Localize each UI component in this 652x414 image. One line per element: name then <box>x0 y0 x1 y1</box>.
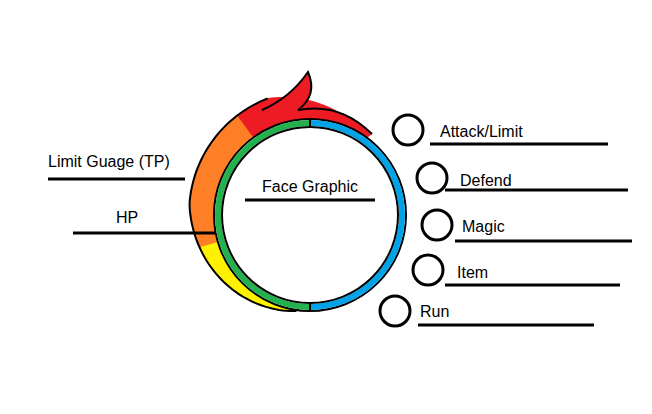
command-button: Magic <box>420 208 511 242</box>
command-label: Attack/Limit <box>440 122 523 142</box>
command-button: Run <box>378 294 455 328</box>
command-button: Attack/Limit <box>391 113 529 147</box>
ring-shape <box>212 117 408 313</box>
callout-label: Limit Guage (TP) <box>48 152 170 172</box>
command-button: Item <box>411 253 494 287</box>
command-label: Magic <box>462 217 505 237</box>
portrait-label: Face Graphic <box>262 177 358 197</box>
command-label: Defend <box>460 171 512 191</box>
command-label: Run <box>420 302 449 322</box>
portrait-ring: Face Graphic <box>212 117 408 313</box>
command-label: Item <box>457 263 488 283</box>
callout-label: HP <box>116 208 138 228</box>
command-button: Defend <box>415 161 518 195</box>
